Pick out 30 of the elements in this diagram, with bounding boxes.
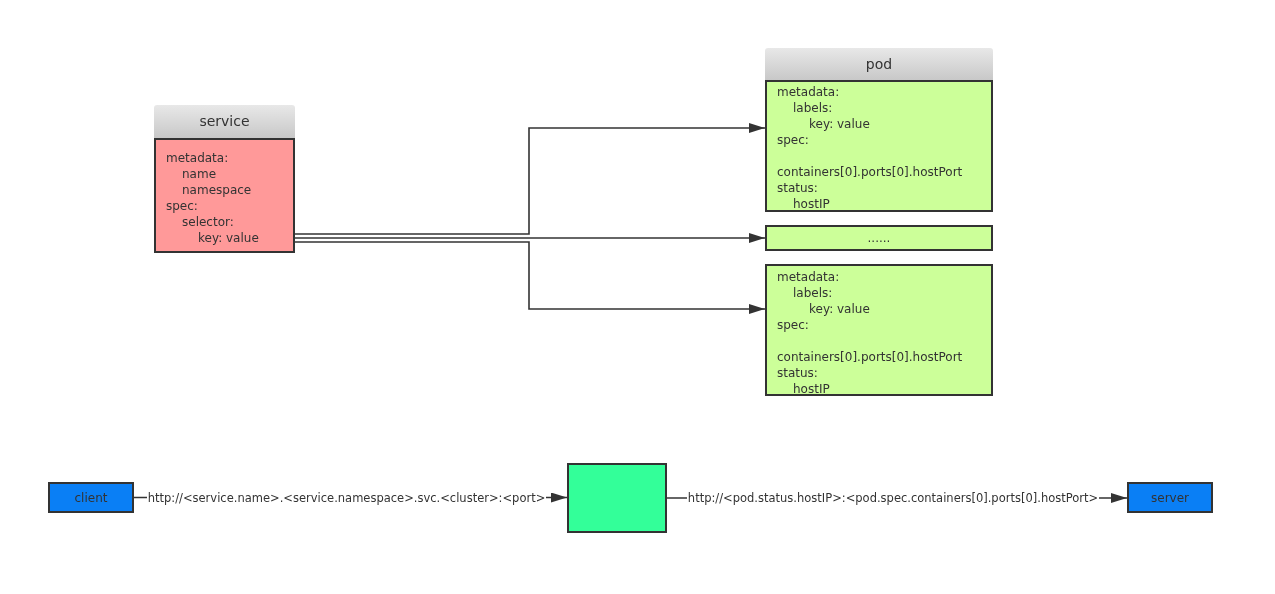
field-text: key: value	[809, 301, 870, 317]
field-text: metadata:	[166, 150, 229, 166]
field-text: metadata:	[777, 269, 840, 285]
field-text: containers[0].ports[0].hostPort	[777, 349, 963, 365]
field-text: spec:	[777, 317, 809, 333]
field-text: containers[0].ports[0].hostPort	[777, 164, 963, 180]
arrow	[294, 123, 766, 235]
box-label: server	[1151, 490, 1189, 505]
arrow	[294, 233, 766, 243]
field-text: labels:	[793, 100, 833, 116]
edge-label: http://<pod.status.hostIP>:<pod.spec.containers[0].ports[0].hostPort>	[686, 491, 1100, 505]
edge-label: http://<service.name>.<service.namespace>.svc.<cluster>:<port>	[146, 490, 547, 505]
field-text: labels:	[793, 285, 833, 301]
field-text: name	[182, 166, 217, 182]
box-label: ......	[867, 231, 891, 245]
arrow	[294, 241, 766, 314]
card-header: pod	[765, 48, 993, 80]
field-text: status:	[777, 365, 818, 381]
card-header: service	[154, 105, 295, 138]
field-text: key: value	[198, 230, 259, 246]
field-text: selector:	[182, 214, 234, 230]
field-text: status:	[777, 180, 818, 196]
field-text: hostIP	[793, 381, 830, 397]
field-text: spec:	[777, 132, 809, 148]
field-text: key: value	[809, 116, 870, 132]
field-text: namespace	[182, 182, 252, 198]
box-label: client	[74, 490, 108, 505]
field-text: hostIP	[793, 196, 830, 212]
field-text: spec:	[166, 198, 198, 214]
field-text: metadata:	[777, 84, 840, 100]
